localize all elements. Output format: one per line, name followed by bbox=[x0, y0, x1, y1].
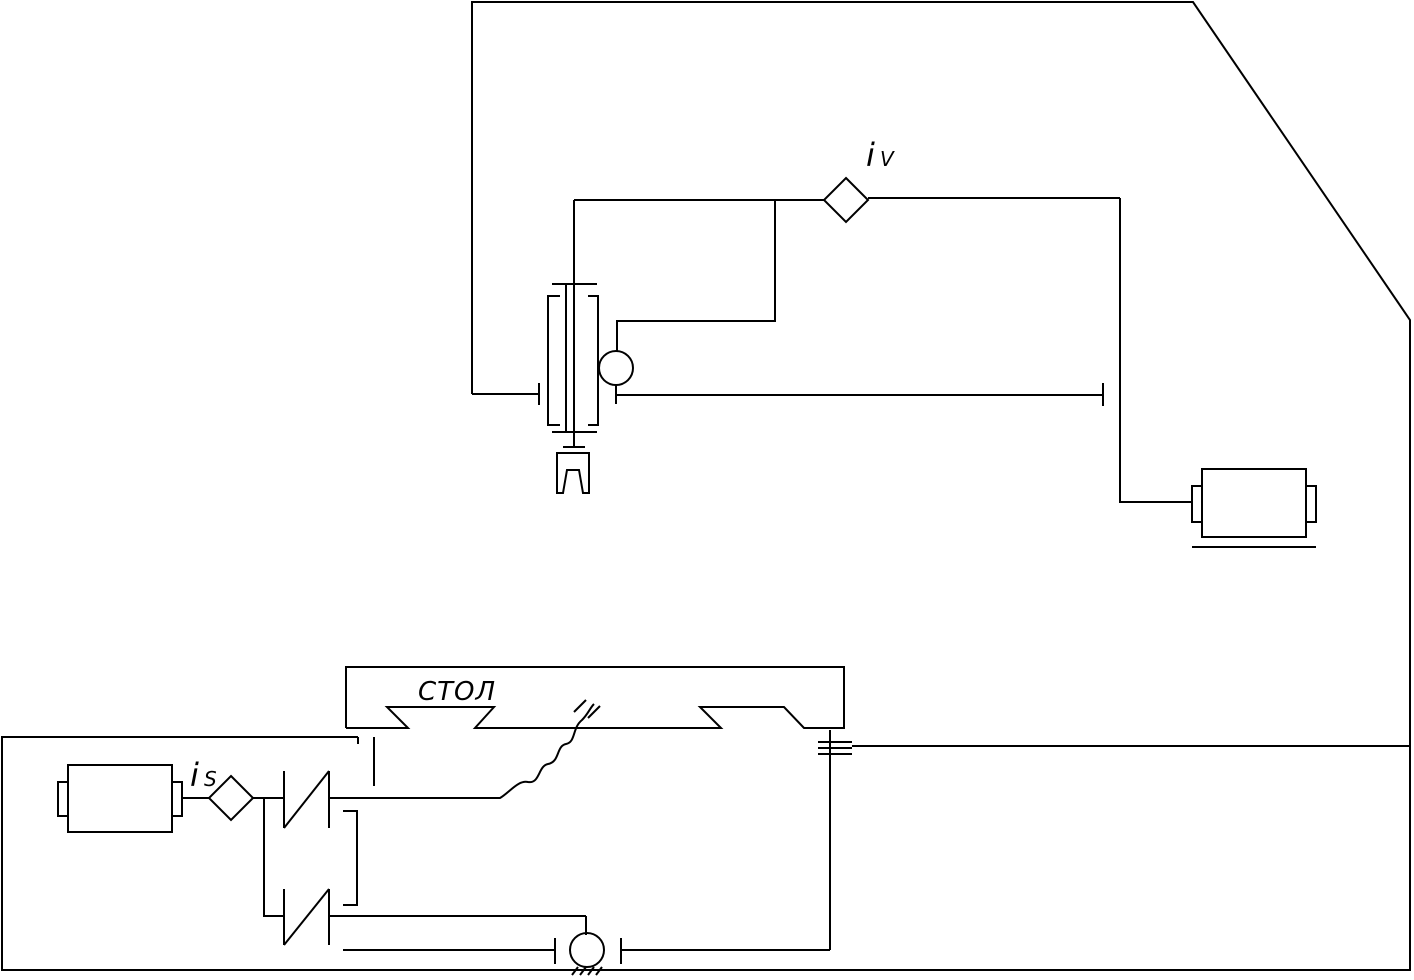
speed-ratio-label: i bbox=[866, 136, 875, 174]
feed-ratio-subscript: S bbox=[204, 767, 217, 791]
speed-ratio-subscript: V bbox=[880, 147, 895, 171]
feed-ratio-label: i bbox=[190, 756, 199, 794]
feed-motor-icon bbox=[57, 764, 210, 833]
feed-shafts bbox=[263, 798, 587, 935]
flexible-shaft bbox=[330, 699, 601, 799]
traverse-gear bbox=[343, 932, 830, 976]
table-lead-screw bbox=[373, 730, 1410, 950]
spindle-assembly bbox=[472, 200, 599, 448]
machine-table: СТОЛ bbox=[345, 666, 845, 729]
feed-clutch-lower bbox=[283, 888, 330, 946]
main-motor-icon bbox=[1191, 468, 1317, 548]
feed-clutch-upper bbox=[283, 770, 330, 829]
table-label: СТОЛ bbox=[418, 677, 496, 707]
cutter-icon bbox=[556, 452, 590, 494]
speed-gearbox-iv: i V bbox=[574, 136, 1193, 503]
feed-gearbox-is: i S bbox=[190, 756, 284, 822]
